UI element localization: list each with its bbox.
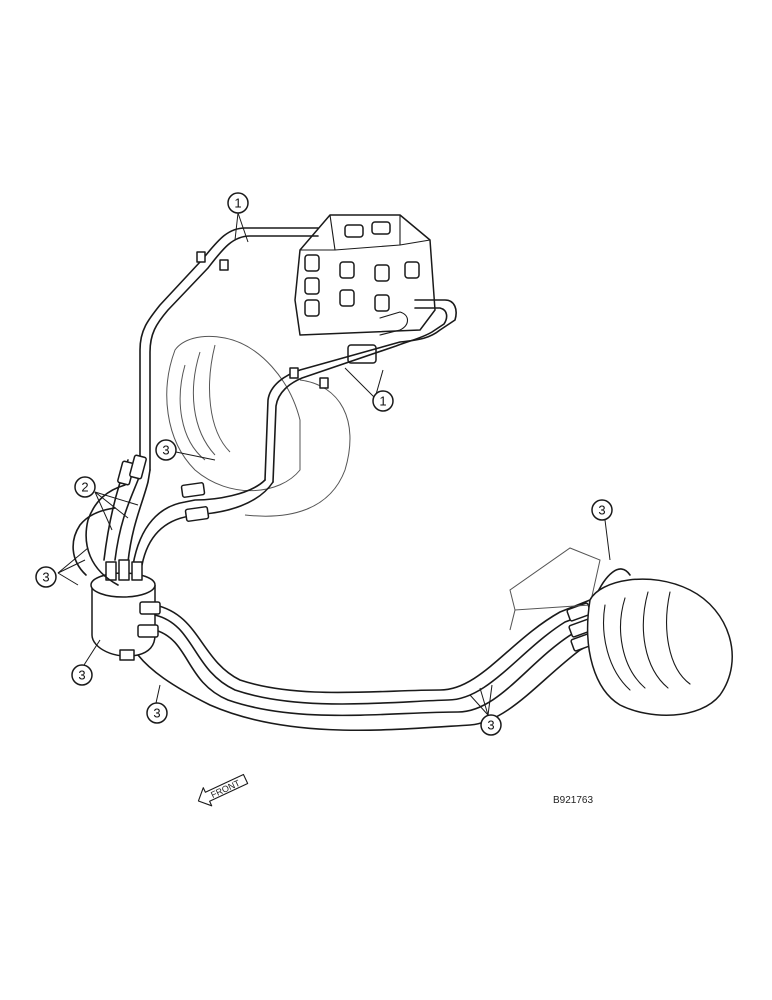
callout-3-swivel-label: 3 <box>78 668 85 683</box>
callout-1-right: 1 <box>344 367 394 412</box>
callout-3-left-label: 3 <box>42 570 49 585</box>
callout-3-right-label: 3 <box>598 503 605 518</box>
upper-travel-motor <box>166 335 351 517</box>
steel-tube-upper <box>139 227 457 483</box>
callout-3-upper-label: 3 <box>162 443 169 458</box>
drawing-code: B921763 <box>553 795 593 806</box>
hose-group-lower <box>72 484 631 732</box>
hose-group-2 <box>103 454 274 566</box>
callout-3-right: 3 <box>591 499 613 561</box>
control-valve <box>294 214 436 364</box>
swivel-joint <box>90 559 156 661</box>
lower-travel-motor <box>509 547 733 716</box>
callout-2-label: 2 <box>81 480 88 495</box>
callout-3-lower: 3 <box>469 684 502 736</box>
callout-1-top: 1 <box>227 192 249 243</box>
front-arrow: FRONT <box>197 773 249 807</box>
callout-3-swivel: 3 <box>71 639 101 686</box>
callout-3-upper: 3 <box>155 439 216 461</box>
callout-3-bottom-label: 3 <box>153 706 160 721</box>
callout-3-left: 3 <box>35 547 89 588</box>
front-arrow-label: FRONT <box>209 778 242 800</box>
callout-1-right-label: 1 <box>379 394 386 409</box>
callout-2: 2 <box>74 476 139 531</box>
callout-1-top-label: 1 <box>234 196 241 211</box>
callout-3-bottom: 3 <box>146 684 168 724</box>
callout-3-lower-label: 3 <box>487 718 494 733</box>
